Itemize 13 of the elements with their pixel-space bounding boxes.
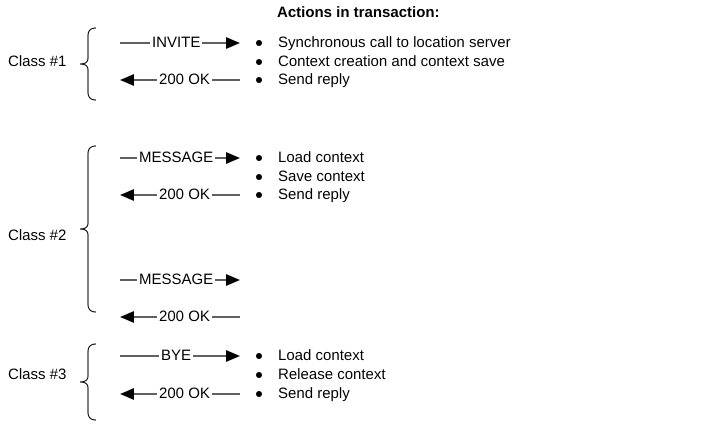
action-text: Load context — [278, 347, 364, 365]
action-text: Synchronous call to location server — [278, 34, 511, 52]
action-text: Release context — [278, 366, 386, 384]
class-label: Class #3 — [8, 366, 66, 384]
action-text: Context creation and context save — [278, 53, 505, 71]
action-text: Send reply — [278, 71, 350, 89]
action-text: Load context — [278, 149, 364, 167]
action-text: Send reply — [278, 186, 350, 204]
action-text: Send reply — [278, 385, 350, 403]
column-heading: Actions in transaction: — [277, 4, 440, 22]
class-label: Class #2 — [8, 227, 66, 245]
class-label: Class #1 — [8, 53, 66, 71]
action-text: Save context — [278, 168, 365, 186]
